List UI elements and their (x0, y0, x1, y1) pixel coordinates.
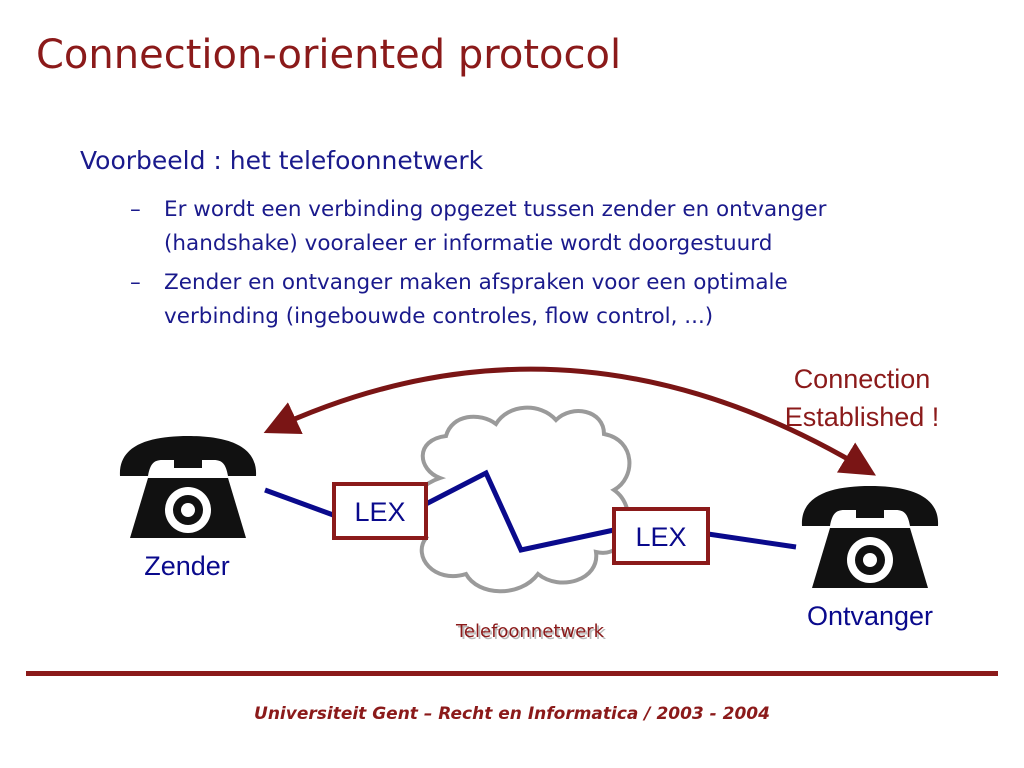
cloud-icon (407, 405, 632, 594)
footer-text: Universiteit Gent – Recht en Informatica… (254, 704, 770, 724)
bullet-dash: – (130, 197, 141, 222)
bullet-dash: – (130, 270, 141, 295)
sub-bullet-1-line-1: Er wordt een verbinding opgezet tussen z… (164, 197, 827, 222)
switch-box-left (332, 482, 428, 540)
network-label: Telefoonnetwerk (455, 621, 605, 642)
connection-label-line-1: Connection (794, 364, 931, 394)
receiver-label: Ontvanger (807, 601, 933, 631)
sub-bullet-1-line-2: (handshake) vooraleer er informatie word… (164, 231, 773, 256)
footer-divider (26, 671, 998, 676)
main-bullet: Voorbeeld : het telefoonnetwerk (80, 146, 484, 175)
switch-label-left: LEX (354, 497, 405, 527)
network-label-shadow: Telefoonnetwerk (457, 623, 607, 644)
connection-label-line-2: Established ! (785, 402, 940, 432)
telephone-icon (801, 486, 939, 588)
link-lines (264, 469, 797, 553)
sub-bullet-2-line-2: verbinding (ingebouwde controles, flow c… (164, 304, 714, 329)
telephone-icon (119, 436, 257, 538)
sender-label: Zender (144, 551, 230, 581)
sub-bullet-2-line-1: Zender en ontvanger maken afspraken voor… (164, 270, 788, 295)
double-arrow-icon (263, 366, 876, 476)
slide-title: Connection-oriented protocol (36, 32, 622, 78)
switch-box-right (612, 507, 710, 565)
switch-label-right: LEX (635, 522, 686, 552)
